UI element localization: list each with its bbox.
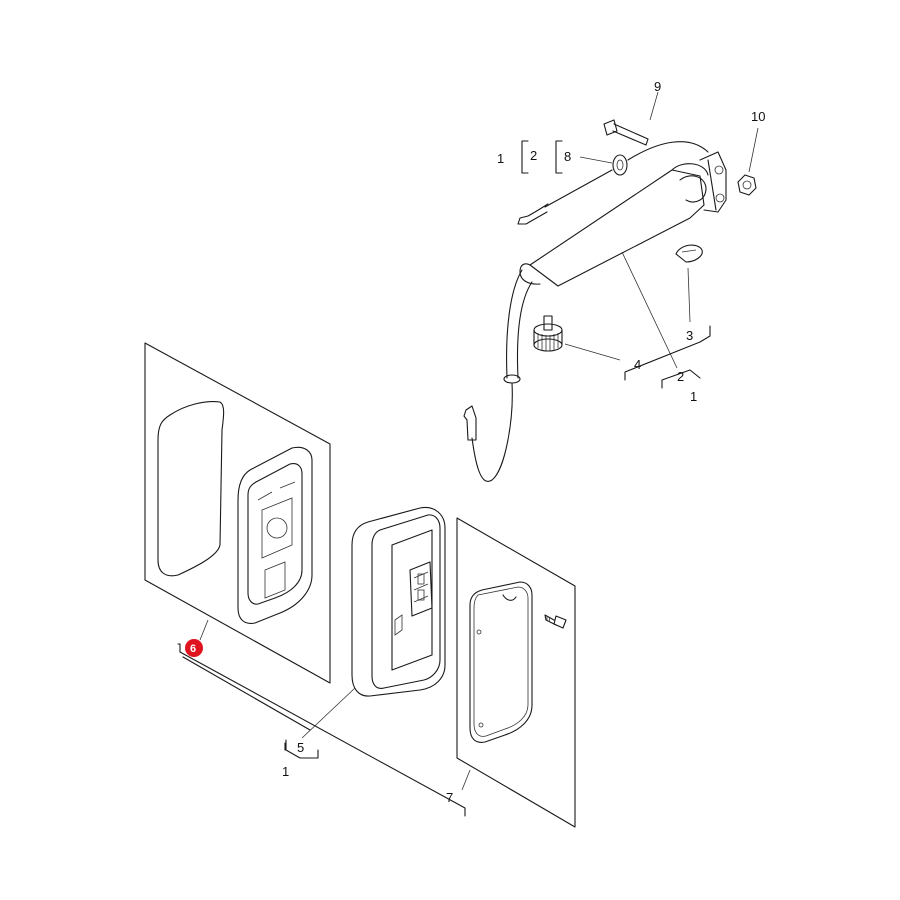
callout-1-arm[interactable]: 1 — [690, 389, 697, 404]
brace-1-top — [521, 140, 529, 174]
brace-7 — [179, 651, 466, 817]
nut-part-10 — [737, 174, 757, 196]
brace-5 — [285, 739, 319, 759]
leader-7 — [461, 769, 471, 791]
leader-2-arm — [621, 251, 678, 369]
brace-1-arm — [661, 369, 701, 389]
leader-6 — [199, 619, 209, 641]
leader-4 — [564, 343, 621, 361]
callout-5[interactable]: 5 — [297, 740, 304, 755]
mirror-arm-part-2 — [463, 151, 727, 482]
callout-2-arm[interactable]: 2 — [677, 369, 684, 384]
brace-2-arm — [624, 325, 711, 381]
callout-10[interactable]: 10 — [751, 109, 765, 124]
callout-7[interactable]: 7 — [446, 790, 453, 805]
callout-2-top[interactable]: 2 — [530, 148, 537, 163]
panel-part-6 — [144, 342, 331, 684]
callout-9[interactable]: 9 — [654, 79, 661, 94]
callout-1-top[interactable]: 1 — [497, 151, 504, 166]
callout-6[interactable]: 6 — [190, 643, 196, 655]
callout-4[interactable]: 4 — [634, 357, 641, 372]
leader-8 — [579, 156, 613, 164]
leader-10 — [748, 127, 759, 173]
brace-5-line — [182, 656, 311, 731]
panel-part-7 — [456, 517, 576, 828]
brace-2-top — [555, 140, 563, 174]
callout-1-mirror[interactable]: 1 — [282, 764, 289, 779]
mirror-housing-part-5 — [351, 506, 446, 697]
callout-6-highlight[interactable]: 6 — [185, 639, 203, 657]
callout-8[interactable]: 8 — [564, 149, 571, 164]
cable-connector — [517, 141, 709, 225]
brace-6-start — [177, 643, 181, 653]
leader-9 — [649, 91, 659, 121]
knob-part-4 — [533, 315, 563, 352]
bolt-part-9 — [603, 119, 649, 146]
leader-5 — [301, 687, 356, 739]
clip-part-3 — [675, 244, 703, 263]
leader-3 — [687, 267, 691, 323]
callout-3[interactable]: 3 — [686, 328, 693, 343]
grommet-part-8 — [612, 154, 628, 176]
highlight-dot — [185, 639, 203, 657]
